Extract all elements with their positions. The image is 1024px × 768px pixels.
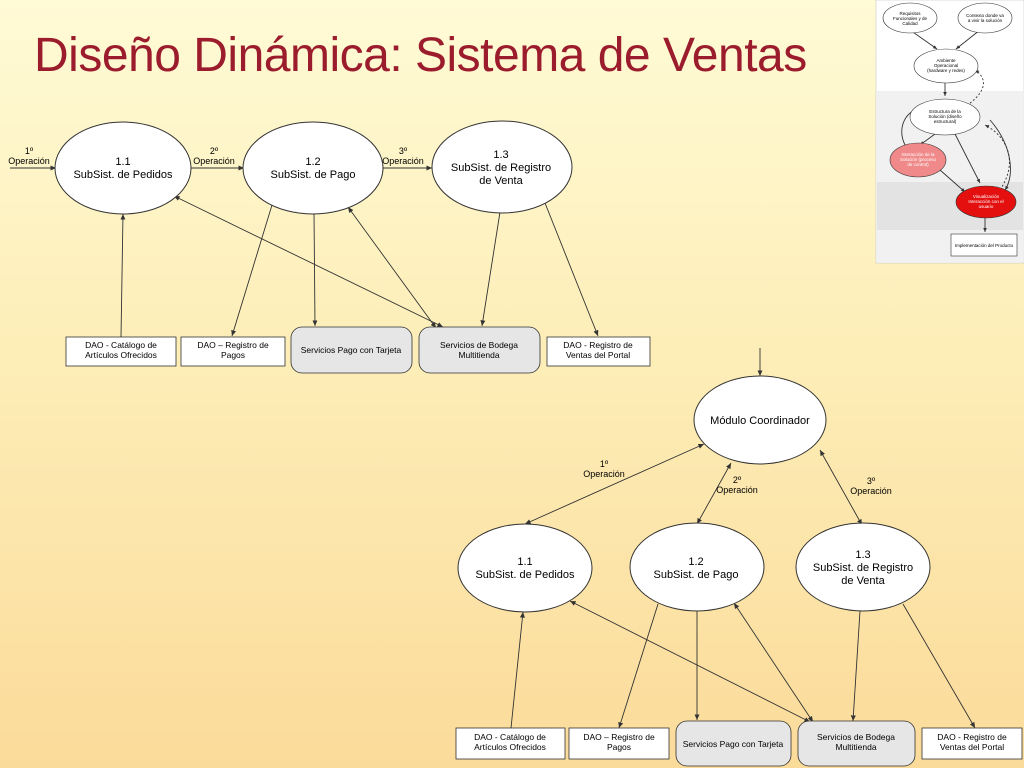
thumb-node-estructura [909, 98, 981, 136]
box2-dao-registro-pagos [568, 727, 670, 760]
box2-dao-registro-ventas [921, 727, 1023, 760]
thumb-node-ambiente [913, 48, 979, 84]
box-servicios-bodega [418, 326, 541, 374]
box-servicios-pago-tarjeta [290, 326, 413, 374]
thumb-node-contexto [957, 2, 1013, 34]
node-subsist-pago [242, 121, 384, 215]
node2-subsist-pedidos [457, 523, 593, 613]
thumb-node-visualizacion [955, 185, 1017, 219]
box-dao-registro-pagos [180, 336, 286, 367]
node-label-coordinador: Módulo Coordinador [710, 415, 810, 427]
thumb-box-implementacion [950, 233, 1018, 257]
box2-label-pago-tarjeta: Servicios Pago con Tarjeta [683, 739, 784, 749]
box2-servicios-bodega [797, 720, 916, 767]
box-label-pago-tarjeta: Servicios Pago con Tarjeta [301, 345, 402, 355]
box2-servicios-pago-tarjeta [675, 720, 792, 767]
thumb-node-requisitos [882, 2, 938, 34]
node2-subsist-registro-venta [795, 522, 931, 612]
thumb-node-interaccion [889, 142, 947, 178]
node2-subsist-pago [629, 522, 765, 612]
node-modulo-coordinador [693, 375, 827, 465]
box-dao-catalogo [65, 336, 177, 367]
node-subsist-pedidos [54, 121, 192, 215]
thumb-label-implementacion: Implementación del Producto [955, 243, 1014, 248]
node-subsist-registro-venta [431, 120, 573, 214]
box-dao-registro-ventas [546, 336, 651, 367]
box2-dao-catalogo [455, 727, 566, 760]
slide-title: Diseño Dinámica: Sistema de Ventas [34, 29, 807, 82]
